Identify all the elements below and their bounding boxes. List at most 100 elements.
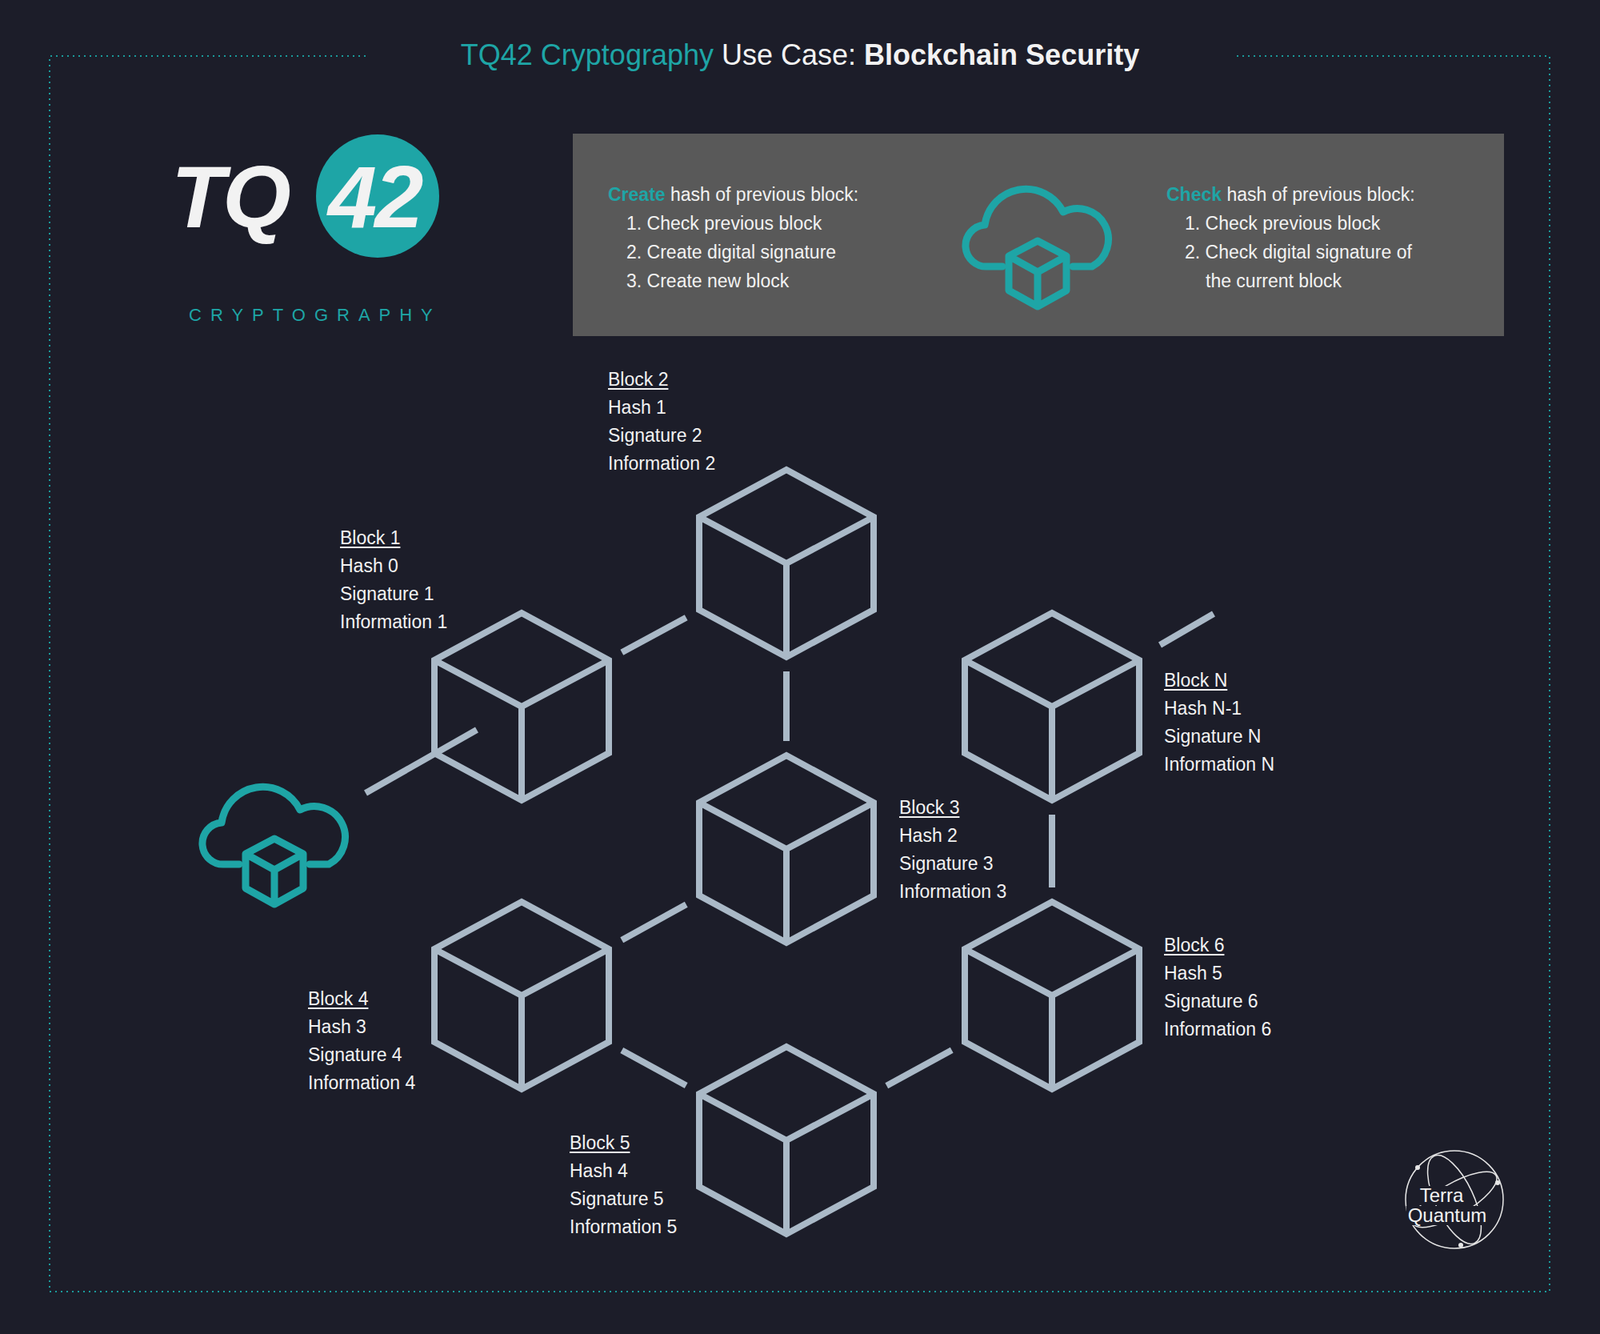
block-field: Hash 3	[308, 1012, 416, 1041]
word: Blockchain	[856, 38, 1018, 72]
block-field: Signature N	[1164, 722, 1275, 751]
logo-text: 42	[328, 152, 421, 241]
step-item: 1. Check previous block	[1166, 208, 1438, 238]
block-field: Hash 2	[899, 821, 1007, 850]
panel-heading: Check hash of previous block:	[1166, 180, 1438, 209]
word: Security	[1017, 38, 1140, 72]
block-cube: Block 3Hash 2Signature 3Information 3	[696, 752, 877, 946]
chain-link	[365, 729, 477, 793]
dotted-frame	[49, 56, 1550, 1292]
block-field: Signature 6	[1164, 987, 1272, 1016]
label-wrap: Quantum	[1406, 1205, 1489, 1225]
cube-outline	[696, 466, 877, 660]
logo-dot	[1415, 1164, 1420, 1170]
word: Check	[1166, 184, 1222, 205]
block-heading: Block 3	[899, 793, 1007, 822]
word: of	[1266, 184, 1288, 205]
cube-outline	[696, 1043, 877, 1237]
block-field: Information 4	[308, 1068, 416, 1097]
chain-link	[621, 617, 686, 652]
word: TQ42	[460, 38, 533, 72]
word: block:	[805, 184, 859, 205]
block-field: Signature 4	[308, 1040, 416, 1069]
panel-heading: Create hash of previous block:	[608, 180, 880, 209]
title: TQ42 Cryptography Use Case: Blockchain S…	[446, 36, 1154, 74]
block-field: Information 2	[608, 449, 716, 478]
block-cube: Block 1Hash 0Signature 1Information 1	[431, 609, 612, 804]
block-heading: Block N	[1164, 666, 1275, 695]
block-heading: Block 5	[569, 1128, 677, 1157]
logo-caption: Quantum	[1406, 1205, 1489, 1225]
word: previous	[1287, 184, 1362, 205]
word: Case:	[772, 38, 856, 72]
word: Cryptography	[532, 38, 714, 72]
cube-lines	[964, 901, 1140, 1089]
block-cube: Block 6Hash 5Signature 6Information 6	[961, 898, 1143, 1092]
block-heading: Block 1	[340, 524, 448, 552]
word: Use	[713, 38, 773, 72]
panel-column: Check hash of previous block:1. Check pr…	[1166, 180, 1438, 296]
logo-circle	[316, 134, 440, 258]
block-label: Block 1Hash 0Signature 1Information 1	[340, 524, 448, 636]
logo-orbit	[1404, 1161, 1504, 1238]
cube-lines	[699, 1046, 874, 1234]
logo-caption: CRYPTOGRAPHY	[188, 306, 442, 324]
cube-lines	[434, 612, 609, 800]
block-field: Signature 2	[608, 421, 716, 450]
cube-lines	[434, 901, 609, 1089]
word: block:	[1361, 184, 1415, 205]
block-heading: Block 4	[308, 984, 416, 1013]
word: hash	[665, 184, 711, 205]
block-field: Hash 1	[608, 393, 716, 422]
cube-lines	[964, 612, 1140, 800]
block-field: Signature 3	[899, 849, 1007, 878]
block-field: Signature 5	[569, 1184, 677, 1213]
label-wrap: CRYPTOGRAPHY	[188, 306, 442, 324]
cube-lines	[699, 469, 874, 657]
block-cube: Block 4Hash 3Signature 4Information 4	[431, 898, 612, 1092]
block-field: Signature 1	[340, 580, 448, 608]
block-heading: Block 2	[608, 365, 716, 394]
block-label: Block 2Hash 1Signature 2Information 2	[608, 365, 716, 478]
block-cube: Block NHash N-1Signature NInformation N	[961, 609, 1143, 804]
cloud-icon	[965, 188, 1109, 307]
step-item: 2. Check digital signature of the curren…	[1166, 237, 1438, 296]
label-wrap: TQ	[171, 152, 289, 241]
block-label: Block 3Hash 2Signature 3Information 3	[899, 793, 1007, 906]
label-wrap: Terra	[1418, 1185, 1466, 1205]
info-panel	[572, 133, 1504, 336]
block-field: Hash 5	[1164, 959, 1272, 988]
block-field: Hash 4	[569, 1156, 677, 1185]
logo-caption: Terra	[1418, 1185, 1466, 1205]
block-cube: Block 5Hash 4Signature 5Information 5	[696, 1043, 877, 1237]
word: of	[710, 184, 732, 205]
word: previous	[730, 184, 805, 205]
logo-dot	[1495, 1180, 1500, 1185]
block-heading: Block 6	[1164, 931, 1272, 960]
step-item: 1. Check previous block	[608, 208, 880, 238]
block-label: Block 6Hash 5Signature 6Information 6	[1164, 931, 1272, 1044]
block-label: Block 4Hash 3Signature 4Information 4	[308, 984, 416, 1097]
step-item: 3. Create new block	[608, 266, 880, 296]
label-wrap: 42	[328, 152, 421, 241]
chain-link	[1048, 814, 1056, 888]
cube-outline	[696, 752, 877, 946]
chain-link	[621, 1050, 686, 1086]
panel-column: Create hash of previous block:1. Check p…	[608, 180, 880, 296]
block-field: Information 5	[569, 1212, 677, 1241]
cloud-icon	[202, 786, 346, 904]
cube-outline	[961, 609, 1143, 804]
title-wrap: TQ42 Cryptography Use Case: Blockchain S…	[0, 36, 1600, 74]
block-field: Information 6	[1164, 1015, 1272, 1044]
block-label: Block NHash N-1Signature NInformation N	[1164, 666, 1275, 779]
word: Create	[608, 184, 666, 205]
block-field: Information 3	[899, 877, 1007, 906]
logo-orbit	[1416, 1147, 1492, 1251]
logo-dot	[1458, 1242, 1464, 1248]
cube-lines	[699, 755, 874, 943]
word: hash	[1221, 184, 1267, 205]
cube-outline	[431, 609, 612, 804]
block-field: Information N	[1164, 750, 1275, 779]
block-field: Hash 0	[340, 552, 448, 580]
